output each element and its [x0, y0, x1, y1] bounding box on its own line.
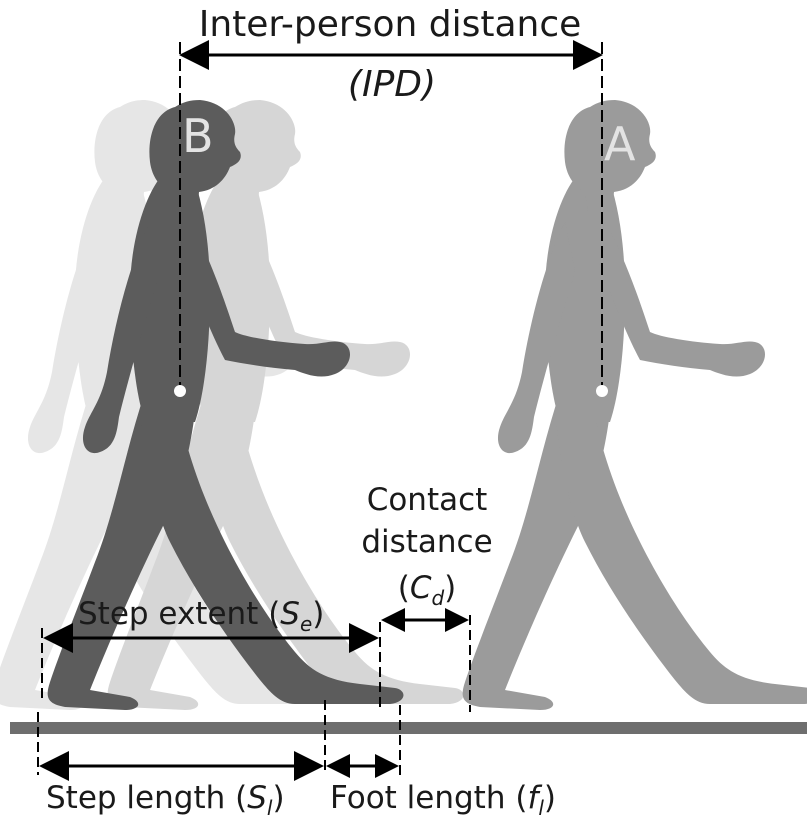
contact-label-line2: distance — [361, 524, 492, 560]
walker-a-center-dot — [596, 385, 608, 397]
contact-symbol: (Cd) — [398, 570, 457, 610]
ipd-title: Inter-person distance — [199, 4, 582, 45]
foot-length-label: Foot length (fl) — [330, 780, 556, 815]
step-length-label: Step length (Sl) — [46, 780, 285, 815]
ipd-abbrev: (IPD) — [348, 64, 436, 105]
walker-a-label: A — [604, 117, 636, 171]
ground — [10, 722, 807, 734]
walker-b-center-dot — [174, 385, 186, 397]
step-extent-label: Step extent (Se) — [78, 596, 324, 636]
contact-label-line1: Contact — [367, 482, 488, 518]
walker-b-label: B — [182, 109, 214, 163]
walker-a — [463, 100, 807, 710]
